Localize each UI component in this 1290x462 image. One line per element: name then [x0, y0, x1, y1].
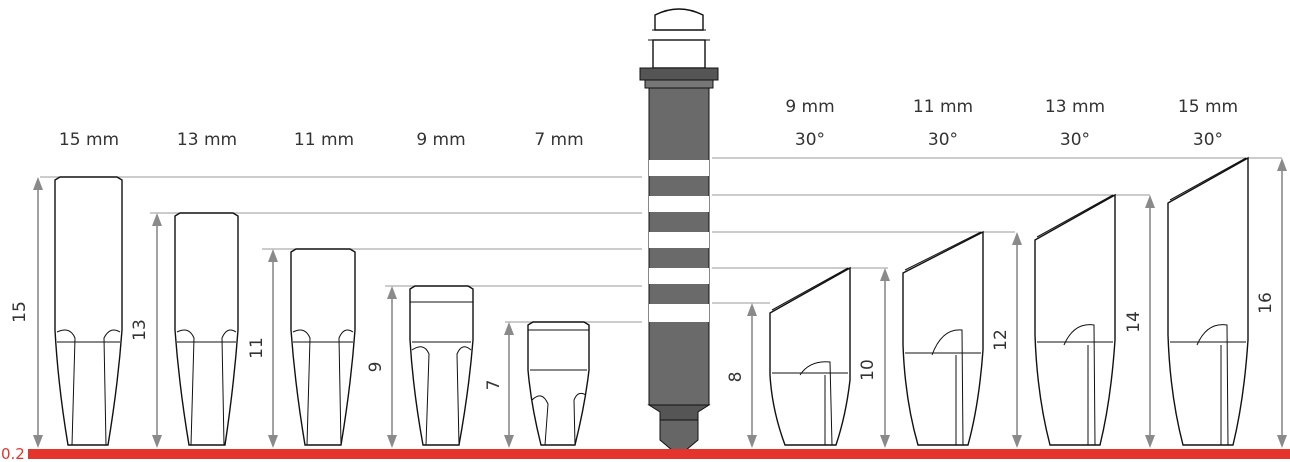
implant-straight-11	[290, 248, 356, 446]
size-label-angled-9: 9 mm	[785, 97, 834, 117]
depth-label-14: 14	[1124, 311, 1144, 333]
dimension-arrows	[33, 158, 1287, 448]
angle-label-angled-9: 30°	[795, 130, 825, 150]
implant-straight-15	[54, 176, 123, 446]
implant-angled-11	[902, 230, 984, 446]
angle-label-angled-15: 30°	[1193, 130, 1223, 150]
size-label-straight-13: 13 mm	[177, 130, 237, 150]
size-label-angled-11: 11 mm	[913, 97, 973, 117]
size-label-straight-7: 7 mm	[534, 130, 583, 150]
arrow-12	[1012, 232, 1022, 448]
implant-angled-13	[1034, 193, 1116, 446]
arrow-14	[1145, 195, 1155, 448]
implant-angled-9	[769, 266, 851, 446]
depth-label-16: 16	[1256, 292, 1276, 314]
size-label-angled-13: 13 mm	[1045, 97, 1105, 117]
depth-label-8: 8	[726, 372, 746, 383]
size-label-straight-15: 15 mm	[59, 130, 119, 150]
implant-straight-7	[527, 321, 590, 446]
depth-labels: 15 13 11 9 7 8 10 12 14 16	[10, 292, 1276, 390]
depth-label-15: 15	[10, 301, 30, 323]
depth-label-10: 10	[858, 359, 878, 381]
implant-straight-13	[174, 212, 239, 446]
implant-angled-15	[1167, 156, 1249, 446]
size-label-straight-9: 9 mm	[416, 130, 465, 150]
arrow-9	[387, 286, 397, 448]
implant-straight-9	[409, 285, 474, 446]
arrow-15	[33, 177, 43, 448]
arrow-8	[747, 303, 757, 448]
size-label-angled-15: 15 mm	[1178, 97, 1238, 117]
base-line: 0.2	[1, 445, 1290, 462]
arrow-10	[880, 268, 890, 448]
depth-label-12: 12	[991, 329, 1011, 351]
depth-label-13: 13	[130, 319, 150, 341]
depth-gauge-instrument	[639, 8, 719, 457]
base-offset-label: 0.2	[1, 445, 25, 462]
depth-label-11: 11	[247, 337, 267, 359]
arrow-16	[1277, 158, 1287, 448]
arrow-11	[268, 249, 278, 448]
angle-label-angled-13: 30°	[1060, 130, 1090, 150]
size-labels: 15 mm 13 mm 11 mm 9 mm 7 mm 9 mm 30° 11 …	[59, 97, 1238, 150]
angle-label-angled-11: 30°	[928, 130, 958, 150]
arrow-7	[504, 322, 514, 448]
depth-label-9: 9	[366, 362, 386, 373]
depth-label-7: 7	[484, 380, 504, 391]
arrow-13	[152, 213, 162, 448]
size-label-straight-11: 11 mm	[294, 130, 354, 150]
